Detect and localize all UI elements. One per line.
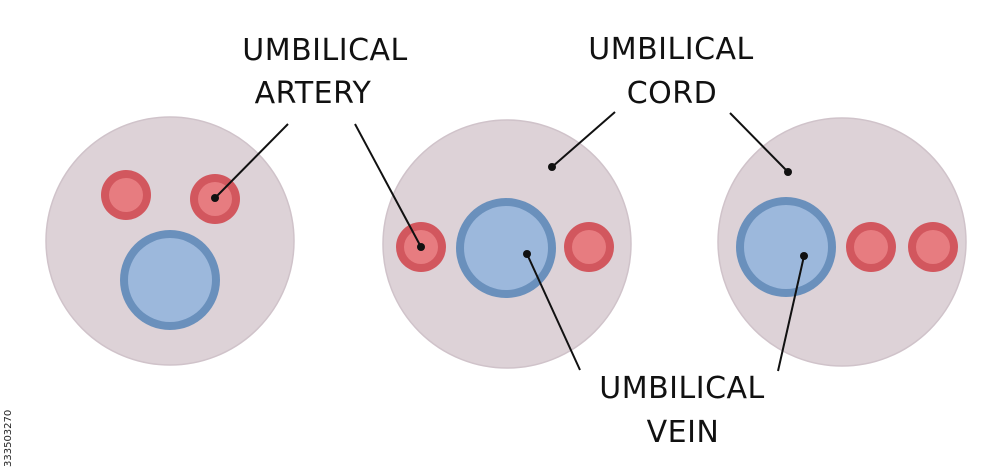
label-cord-line1: UMBILICAL <box>588 32 754 67</box>
stock-image-id: 333503270 <box>3 409 14 467</box>
vein-right <box>736 197 836 297</box>
label-umbilical-cord: UMBILICAL CORD <box>588 32 754 111</box>
label-vein-line1: UMBILICAL <box>599 371 765 406</box>
artery-right-2 <box>908 222 958 272</box>
leader-dot-vein-middle <box>523 250 531 258</box>
leader-artery-middle <box>354 123 422 248</box>
artery-right-1 <box>846 222 896 272</box>
leader-vein-right <box>777 255 805 372</box>
leader-dot-artery-middle <box>417 243 425 251</box>
leader-dot-artery-left <box>211 194 219 202</box>
vein-left <box>120 230 220 330</box>
label-umbilical-vein: UMBILICAL VEIN <box>599 371 765 450</box>
leader-vein-middle <box>526 253 581 371</box>
leader-dot-cord-middle <box>548 163 556 171</box>
cord-cross-section-left <box>45 116 295 366</box>
label-artery-line2: ARTERY <box>255 76 372 111</box>
leader-cord-middle <box>551 111 616 168</box>
leader-dot-vein-right <box>800 252 808 260</box>
label-artery-line1: UMBILICAL <box>242 33 408 68</box>
artery-left-1 <box>101 170 151 220</box>
label-vein-line2: VEIN <box>647 415 720 450</box>
label-umbilical-artery: UMBILICAL ARTERY <box>242 33 408 111</box>
label-cord-line2: CORD <box>627 76 718 111</box>
artery-middle-2 <box>564 222 614 272</box>
cord-body-right <box>717 117 967 367</box>
leader-dot-cord-right <box>784 168 792 176</box>
cord-cross-section-right <box>717 117 967 367</box>
leader-lines <box>211 111 808 372</box>
vein-middle <box>456 198 556 298</box>
leader-cord-right <box>729 112 789 173</box>
leader-artery-left <box>214 123 289 199</box>
cord-cross-section-middle <box>382 119 632 369</box>
